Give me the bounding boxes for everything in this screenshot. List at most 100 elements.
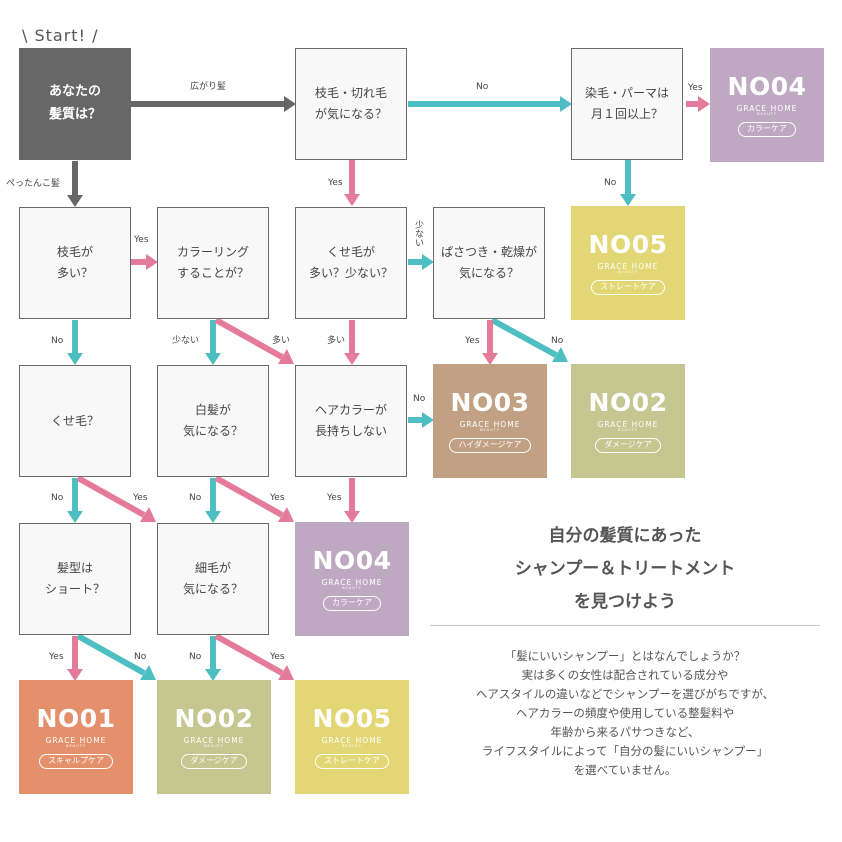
edge-label-fine-yes: Yes (270, 652, 285, 662)
edge-label-dye-yes: Yes (688, 83, 703, 93)
arrow-curly-no (67, 478, 83, 523)
edge-label-wide-hair: 広がり髪 (190, 82, 227, 92)
result-brand: GRACE HOME (597, 419, 659, 429)
headline-line: を見つけよう (574, 592, 676, 612)
question-line: 気になる？ (182, 582, 243, 596)
result-care-badge: ダメージケア (595, 437, 661, 453)
question-line: 細毛が (194, 561, 231, 575)
description: 「髪にいいシャンプー」とはなんでしょうか？ 実は多くの女性は配合されている成分や… (430, 647, 820, 780)
result-number: NO04 (727, 71, 807, 101)
result-no05-bottom: NO05 GRACE HOME BEAUTY ストレートケア (295, 680, 409, 794)
result-brand: GRACE HOME (459, 419, 521, 429)
edge-label-gray-no: No (189, 493, 202, 503)
arrow-dry-yes (482, 320, 498, 365)
question-dry: ぱさつき・乾燥が 気になる？ (433, 207, 545, 319)
headline-line: 自分の髪質にあった (548, 526, 702, 546)
edge-label-coloring-few: 少ない (172, 336, 200, 346)
result-no02-mid: NO02 GRACE HOME BEAUTY ダメージケア (571, 364, 685, 478)
result-no03: NO03 GRACE HOME BEAUTY ハイダメージケア (433, 364, 547, 478)
result-number: NO03 (450, 387, 530, 417)
edge-label-dry-yes: Yes (465, 336, 480, 346)
result-number: NO02 (588, 387, 668, 417)
question-gray-hair: 白髪が 気になる？ (157, 365, 269, 477)
arrow-wide-hair (131, 96, 296, 112)
question-line: することが？ (176, 266, 249, 280)
result-brand-sub: BEAUTY (342, 744, 362, 748)
arrow-split-ends-yes (344, 160, 360, 206)
edge-label-split-ends-yes: Yes (328, 178, 343, 188)
result-no01: NO01 GRACE HOME BEAUTY スキャルプケア (19, 680, 133, 794)
arrow-color-fade-yes (344, 478, 360, 523)
result-number: NO05 (312, 703, 392, 733)
arrow-coloring-few (205, 320, 221, 365)
edge-label-short-no: No (134, 652, 147, 662)
result-care-badge: ダメージケア (181, 753, 247, 769)
question-line: くせ毛？ (50, 413, 99, 428)
arrow-gray-no (205, 478, 221, 523)
question-line: 髪型は (56, 561, 93, 575)
description-line: 「髪にいいシャンプー」とはなんでしょうか？ (504, 649, 746, 663)
result-brand: GRACE HOME (321, 577, 383, 587)
result-brand: GRACE HOME (45, 735, 107, 745)
arrow-fine-no (205, 636, 221, 681)
question-short: 髪型は ショート？ (19, 523, 131, 635)
question-curl-amount: くせ毛が 多い？少ない？ (295, 207, 407, 319)
edge-label-gray-yes: Yes (270, 493, 285, 503)
question-split-ends: 枝毛・切れ毛 が気になる？ (295, 48, 407, 160)
description-line: 年齢から来るパサつきなど、 (550, 725, 700, 739)
question-line: 白髪が (194, 403, 231, 417)
edge-label-split-many-no: No (51, 336, 64, 346)
edge-label-curly-yes: Yes (133, 493, 148, 503)
arrow-coloring-many (214, 317, 294, 364)
question-fine-hair: 細毛が 気になる？ (157, 523, 269, 635)
result-care-badge: カラーケア (738, 121, 796, 137)
description-line: ヘアスタイルの違いなどでシャンプーを選びがちですが、 (475, 687, 775, 701)
result-no04-mid: NO04 GRACE HOME BEAUTY カラーケア (295, 522, 409, 636)
question-line: 多い？ (56, 266, 93, 280)
arrow-curl-many (344, 320, 360, 365)
question-line: 気になる？ (458, 266, 519, 280)
description-line: を選べていません。 (573, 763, 677, 777)
edge-label-curl-few: 少ない (413, 220, 423, 247)
question-line: 髪質は？ (48, 107, 101, 122)
question-hair-type: あなたの 髪質は？ (19, 48, 131, 160)
arrow-split-ends-no (408, 96, 572, 112)
headline: 自分の髪質にあった シャンプー＆トリートメント を見つけよう (430, 520, 820, 619)
result-brand: GRACE HOME (736, 103, 798, 113)
question-line: が気になる？ (314, 107, 387, 121)
headline-line: シャンプー＆トリートメント (514, 559, 736, 579)
result-no02-bottom: NO02 GRACE HOME BEAUTY ダメージケア (157, 680, 271, 794)
description-line: ヘアカラーの頻度や使用している整髪料や (515, 706, 735, 720)
question-line: 長持ちしない (314, 424, 387, 438)
description-line: 実は多くの女性は配合されている成分や (521, 668, 729, 682)
question-line: ぱさつき・乾燥が (440, 245, 537, 259)
result-care-badge: ストレートケア (591, 279, 665, 295)
arrow-color-fade-no (408, 412, 434, 428)
arrow-fine-yes (214, 633, 294, 680)
question-line: くせ毛が (326, 245, 375, 259)
question-line: 多い？少ない？ (308, 266, 393, 280)
question-line: ヘアカラーが (314, 403, 387, 417)
edge-label-color-fade-yes: Yes (327, 493, 342, 503)
question-line: 月１回以上？ (590, 107, 663, 121)
edge-label-dye-no: No (604, 178, 617, 188)
result-brand: GRACE HOME (321, 735, 383, 745)
edge-label-split-many-yes: Yes (134, 235, 149, 245)
edge-label-coloring-many: 多い (272, 336, 291, 346)
result-brand-sub: BEAUTY (618, 428, 638, 432)
result-brand-sub: BEAUTY (66, 744, 86, 748)
edge-label-flat-hair: ぺったんこ髪 (6, 179, 61, 189)
result-brand-sub: BEAUTY (757, 112, 777, 116)
result-care-badge: ストレートケア (315, 753, 389, 769)
divider (430, 625, 820, 626)
question-dye-perm: 染毛・パーマは 月１回以上？ (571, 48, 683, 160)
result-care-badge: ハイダメージケア (449, 437, 531, 453)
edge-label-color-fade-no: No (413, 394, 426, 404)
arrow-curly-yes (76, 475, 156, 522)
arrow-gray-yes (214, 475, 294, 522)
question-coloring: カラーリング することが？ (157, 207, 269, 319)
result-number: NO04 (312, 545, 392, 575)
description-line: ライフスタイルによって「自分の髪にいいシャンプー」 (481, 744, 769, 758)
result-no05-top: NO05 GRACE HOME BEAUTY ストレートケア (571, 206, 685, 320)
result-brand: GRACE HOME (183, 735, 245, 745)
